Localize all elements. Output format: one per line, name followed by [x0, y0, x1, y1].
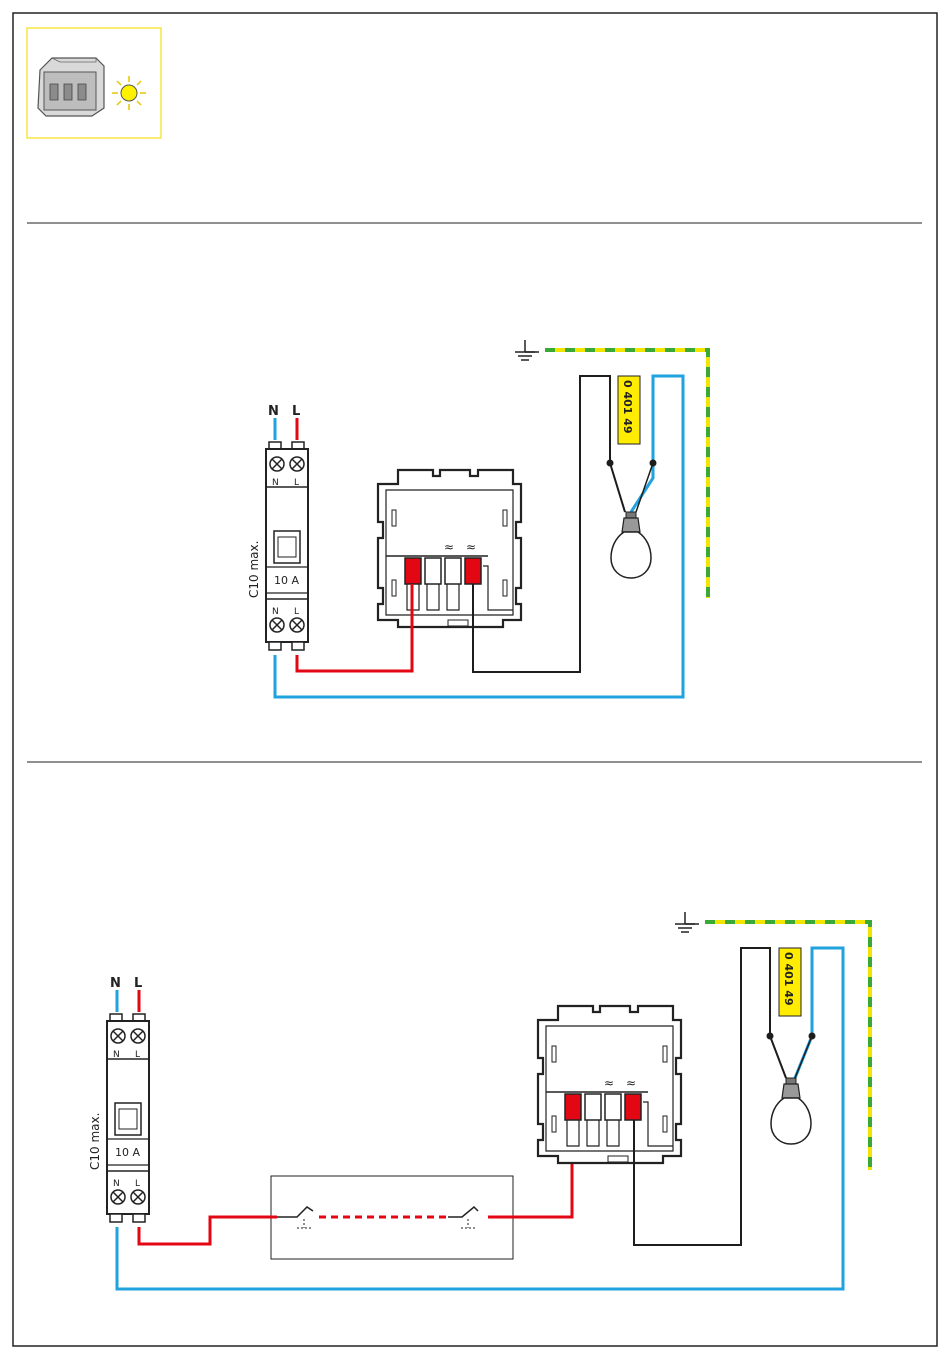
breaker-terminal-n: N [113, 1050, 120, 1060]
circuit-breaker-icon: N L 10 A N L [107, 1014, 149, 1222]
feed-label-l: L [292, 404, 300, 419]
diagram-multi-point: N L N L 10 A N L C10 max. ≈ ≈ [88, 912, 870, 1289]
breaker-terminal-l: L [135, 1050, 140, 1060]
bulb-lead [770, 1036, 812, 1078]
breaker-curve-label: C10 max. [88, 1113, 102, 1170]
bulb-icon [611, 512, 651, 578]
dimmer-module-icon: ≈ ≈ [538, 1006, 681, 1163]
load-ref-text: 0 401 49 [621, 380, 634, 434]
module-symbol: ≈ [604, 1076, 614, 1090]
load-ref-text: 0 401 49 [782, 952, 795, 1006]
bulb-icon [771, 1078, 811, 1144]
breaker-rating: 10 A [115, 1146, 140, 1159]
breaker-terminal-l-bottom: L [294, 607, 299, 617]
breaker-terminal-l: L [294, 478, 299, 488]
dimmer-module-photo [38, 58, 104, 116]
junction-dot [607, 460, 614, 467]
breaker-terminal-n-bottom: N [272, 607, 279, 617]
earth-icon [515, 340, 539, 360]
junction-dot [809, 1033, 816, 1040]
feed-label-l: L [134, 976, 142, 991]
pushbutton-icon [448, 1207, 478, 1217]
circuit-breaker-icon: N L 10 A N L [266, 442, 308, 650]
breaker-terminal-n-bottom: N [113, 1179, 120, 1189]
breaker-curve-label: C10 max. [247, 541, 261, 598]
feed-label-n: N [268, 404, 279, 419]
junction-dot [650, 460, 657, 467]
junction-dot [767, 1033, 774, 1040]
pushbutton-actuator [461, 1219, 475, 1228]
dimmer-module-icon: ≈ ≈ [378, 470, 521, 627]
breaker-terminal-n: N [272, 478, 279, 488]
product-thumbnail [27, 28, 161, 138]
diagram-single-point: N L N L 10 A N L C10 max. ≈ ≈ 0 [247, 340, 708, 697]
phase-wire [139, 1217, 277, 1244]
breaker-terminal-l-bottom: L [135, 1179, 140, 1189]
feed-label-n: N [110, 976, 121, 991]
page-frame [13, 13, 937, 1346]
breaker-rating: 10 A [274, 574, 299, 587]
module-symbol: ≈ [444, 540, 454, 554]
pushbutton-actuator [297, 1219, 311, 1228]
module-symbol: ≈ [626, 1076, 636, 1090]
module-symbol: ≈ [466, 540, 476, 554]
neutral-wire [117, 948, 843, 1289]
pushbutton-icon [277, 1207, 313, 1217]
light-glow-icon [112, 76, 146, 110]
earth-icon [675, 912, 699, 932]
